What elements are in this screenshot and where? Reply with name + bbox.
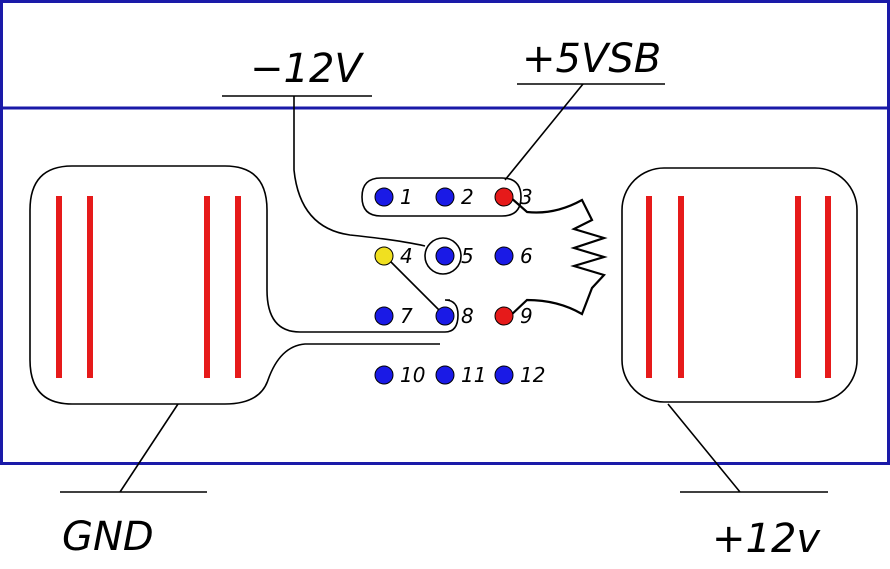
plus12v-leader bbox=[667, 403, 828, 493]
resistor bbox=[509, 196, 608, 317]
pin-4 bbox=[374, 246, 394, 266]
plus12v-pad bbox=[621, 167, 858, 403]
pin-7-label: 7 bbox=[400, 304, 413, 328]
minus12v-wire bbox=[293, 96, 426, 247]
board-frame bbox=[0, 0, 890, 465]
gnd-pad bbox=[29, 165, 459, 405]
pin-6 bbox=[494, 246, 514, 266]
pin-11-label: 11 bbox=[461, 363, 486, 387]
plus5vsb-leader bbox=[504, 83, 584, 181]
pin-1-label: 1 bbox=[400, 185, 413, 209]
pin-6-label: 6 bbox=[520, 244, 533, 268]
pin-5 bbox=[435, 246, 455, 266]
pin-10-label: 10 bbox=[400, 363, 425, 387]
pin-5-label: 5 bbox=[461, 244, 474, 268]
pin-9 bbox=[494, 306, 514, 326]
pin-12-label: 12 bbox=[520, 363, 545, 387]
minus12v-label: −12V bbox=[250, 46, 364, 92]
pin-group-outline bbox=[361, 177, 522, 217]
pin-12 bbox=[494, 365, 514, 385]
pin-3 bbox=[494, 187, 514, 207]
pin-3-label: 3 bbox=[520, 185, 533, 209]
pin-9-label: 9 bbox=[520, 304, 533, 328]
gnd-label: GND bbox=[62, 514, 154, 560]
pin-10 bbox=[374, 365, 394, 385]
pin-1 bbox=[374, 187, 394, 207]
jumper-wire bbox=[384, 255, 446, 317]
pin-11 bbox=[435, 365, 455, 385]
plus12v-pad-stripes bbox=[646, 196, 831, 378]
plus12v-label: +12v bbox=[712, 516, 821, 562]
pin-4-label: 4 bbox=[400, 244, 413, 268]
pin-2 bbox=[435, 187, 455, 207]
pin-8-label: 8 bbox=[461, 304, 474, 328]
plus5vsb-label: +5VSB bbox=[522, 36, 661, 82]
gnd-pad-stripes bbox=[56, 196, 241, 378]
pin5-ring bbox=[424, 237, 462, 275]
pin-8 bbox=[435, 306, 455, 326]
pin-2-label: 2 bbox=[461, 185, 474, 209]
gnd-leader bbox=[60, 403, 207, 493]
pin-7 bbox=[374, 306, 394, 326]
